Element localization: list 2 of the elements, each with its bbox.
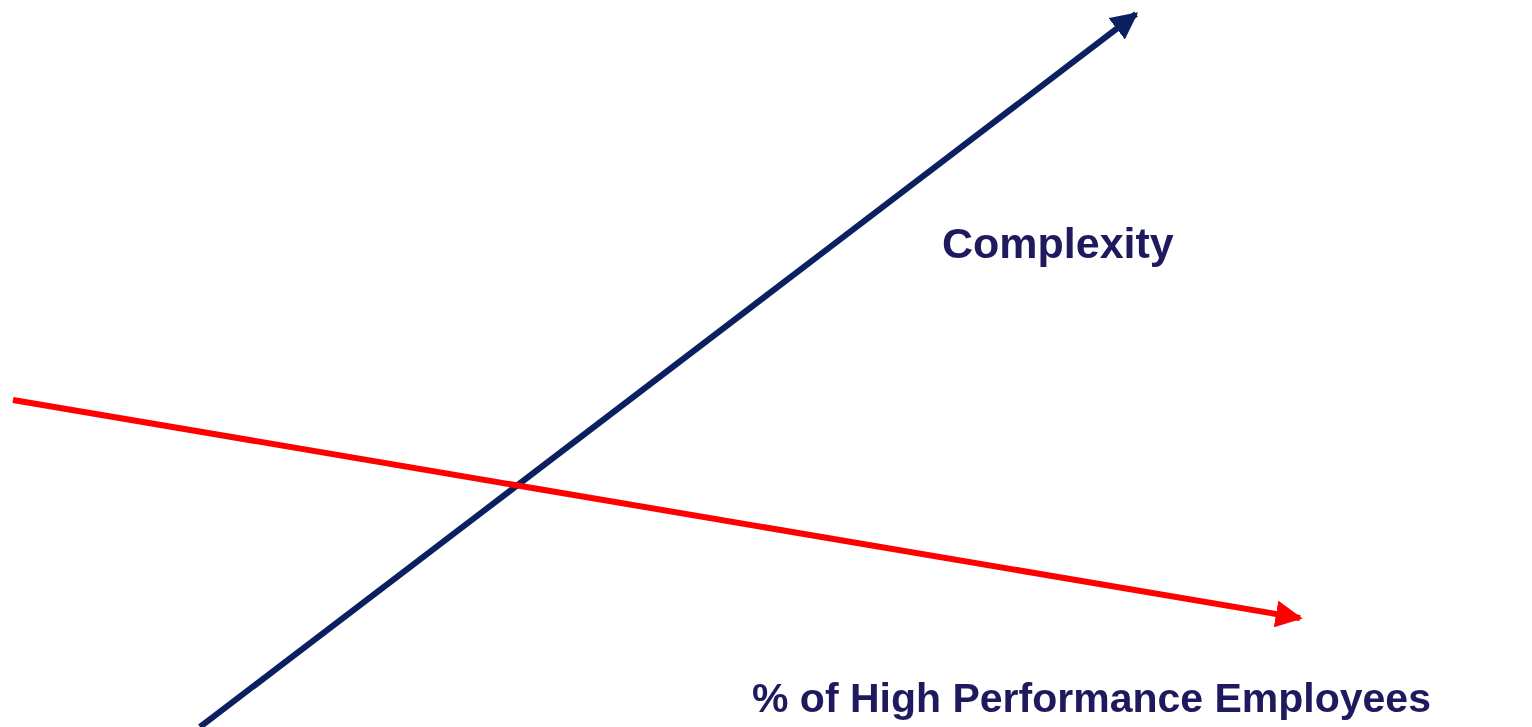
axis-label: % of High Performance Employees: [752, 678, 1431, 719]
axis-label: Complexity: [942, 222, 1174, 265]
